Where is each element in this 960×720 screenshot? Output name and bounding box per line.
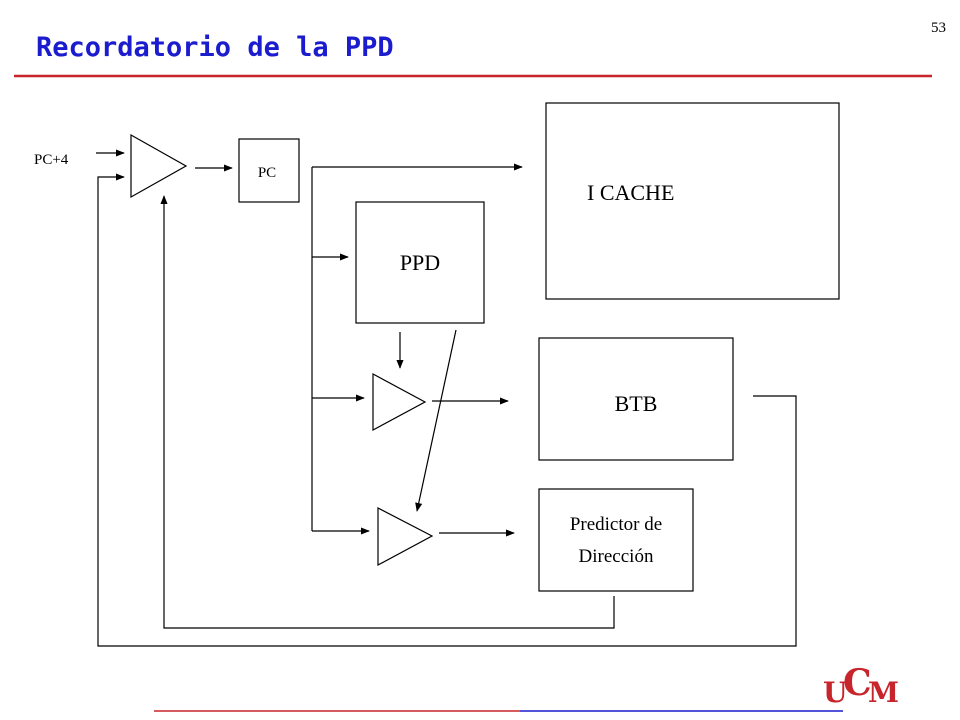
pc-register	[238, 138, 300, 203]
btb-gate	[372, 372, 427, 432]
ucm-logo-letter-u: U	[823, 676, 847, 709]
ppd-box	[355, 201, 485, 324]
predictor-feedback-path	[160, 195, 615, 629]
page-number: 53	[931, 20, 946, 36]
ucm-logo-letter-m: M	[868, 676, 899, 709]
predictor-label-line2: Dirección	[579, 546, 654, 567]
icache-label: I CACHE	[587, 180, 674, 205]
predictor-gate	[377, 507, 434, 567]
page-title: Recordatorio de la PPD	[36, 32, 394, 63]
btb-feedback-path	[97, 173, 797, 647]
ucm-logo: U C M	[823, 662, 899, 709]
pc-mux	[130, 133, 188, 199]
predictor-box	[538, 488, 694, 592]
btb-label: BTB	[615, 391, 658, 416]
pc-label: PC	[258, 165, 276, 181]
icache-box	[545, 102, 840, 300]
btb-box	[538, 337, 734, 461]
ppd-label: PPD	[400, 250, 440, 275]
ucm-logo-letter-c: C	[843, 662, 872, 704]
predictor-label-line1: Predictor de	[570, 514, 662, 535]
ppd-predictor-control-arrow	[415, 329, 457, 512]
pc-plus-4-label: PC+4	[34, 152, 69, 168]
